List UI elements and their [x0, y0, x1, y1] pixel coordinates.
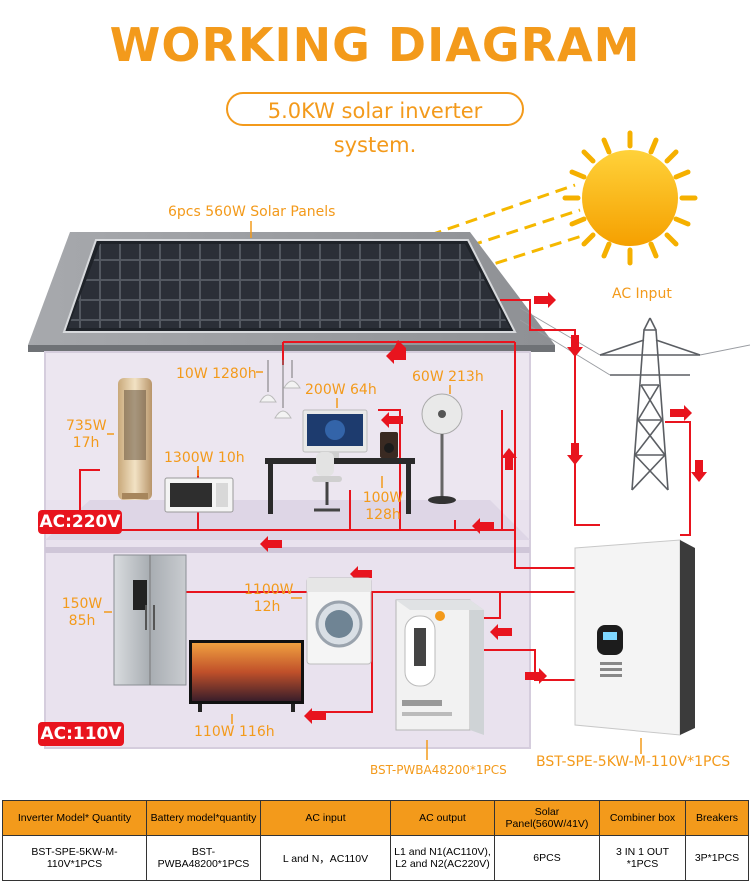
- fridge-hours: 85h: [68, 613, 96, 629]
- table-header: Combiner box: [599, 800, 686, 836]
- microwave-label: 1300W 10h: [164, 450, 245, 466]
- fridge-label: 150W 85h: [60, 596, 104, 630]
- refrigerator-icon: [113, 554, 187, 686]
- table-header: Breakers: [685, 800, 749, 836]
- spec-table: Inverter Model* Quantity Battery model*q…: [2, 800, 749, 881]
- table-header: AC input: [260, 800, 391, 836]
- battery-model-label: BST-PWBA48200*1PCS: [370, 763, 507, 777]
- washer-power: 1100W: [244, 582, 294, 598]
- sun-icon: [562, 130, 698, 266]
- inverter-cell: BST-SPE-5KW-M-110V*1PCS: [2, 835, 147, 881]
- table-header-row: Inverter Model* Quantity Battery model*q…: [2, 800, 749, 836]
- battery-unit-icon: [395, 599, 484, 735]
- ac-unit-label: 735W 17h: [66, 418, 107, 452]
- table-header: AC output: [390, 800, 495, 836]
- power-tower-icon: [519, 307, 750, 491]
- speaker-hours: 128h: [365, 507, 401, 523]
- subtitle-badge: 5.0KW solar inverter system.: [226, 92, 524, 157]
- speaker-power: 100W: [362, 490, 404, 506]
- ac110-badge: AC:110V: [38, 722, 124, 746]
- table-header: Solar Panel(560W/41V): [494, 800, 600, 836]
- battery-cell: BST-PWBA48200*1PCS: [146, 835, 261, 881]
- page-title: WORKING DIAGRAM: [109, 18, 641, 72]
- standing-fan-icon: [421, 393, 463, 504]
- solar-panel: [28, 232, 555, 352]
- computer-label: 200W 64h: [305, 382, 377, 398]
- system-diagram: [28, 130, 750, 760]
- lamp-label: 10W 1280h: [176, 366, 257, 382]
- solar-panel-cell: 6PCS: [494, 835, 600, 881]
- ac-unit-power: 735W: [66, 418, 107, 434]
- combiner-box-cell: 3 IN 1 OUT *1PCS: [599, 835, 686, 881]
- washer-label: 1100W 12h: [244, 582, 294, 616]
- pendant-lamp-icon: [259, 360, 301, 419]
- inverter-icon: [574, 539, 695, 736]
- ac-output-line-1: L1 and N1(AC110V),: [394, 846, 491, 858]
- washing-machine-icon: [306, 577, 372, 665]
- table-header: Inverter Model* Quantity: [2, 800, 147, 836]
- air-conditioner-icon: [118, 378, 152, 500]
- ac220-badge: AC:220V: [38, 510, 122, 534]
- computer-desk-icon: [265, 409, 415, 514]
- tv-label: 110W 116h: [194, 724, 275, 740]
- solar-panels-label: 6pcs 560W Solar Panels: [168, 204, 336, 220]
- breakers-cell: 3P*1PCS: [685, 835, 749, 881]
- ac-output-line-2: L2 and N2(AC220V): [395, 858, 490, 870]
- ac-input-label: AC Input: [612, 286, 672, 302]
- wiring: [79, 299, 691, 713]
- washer-hours: 12h: [253, 599, 281, 615]
- ac-unit-hours: 17h: [72, 435, 100, 451]
- ac-input-cell: L and N，AC110V: [260, 835, 391, 881]
- ac-output-cell: L1 and N1(AC110V), L2 and N2(AC220V): [390, 835, 495, 881]
- fridge-power: 150W: [61, 596, 103, 612]
- speaker-label: 100W 128h: [362, 490, 404, 524]
- fan-label: 60W 213h: [412, 369, 484, 385]
- leader-lines: [104, 221, 642, 760]
- microwave-icon: [164, 477, 234, 513]
- inverter-model-label: BST-SPE-5KW-M-110V*1PCS: [536, 754, 731, 770]
- table-row: BST-SPE-5KW-M-110V*1PCS BST-PWBA48200*1P…: [2, 835, 749, 881]
- flow-arrows: [260, 292, 707, 724]
- table-header: Battery model*quantity: [146, 800, 261, 836]
- television-icon: [189, 640, 304, 712]
